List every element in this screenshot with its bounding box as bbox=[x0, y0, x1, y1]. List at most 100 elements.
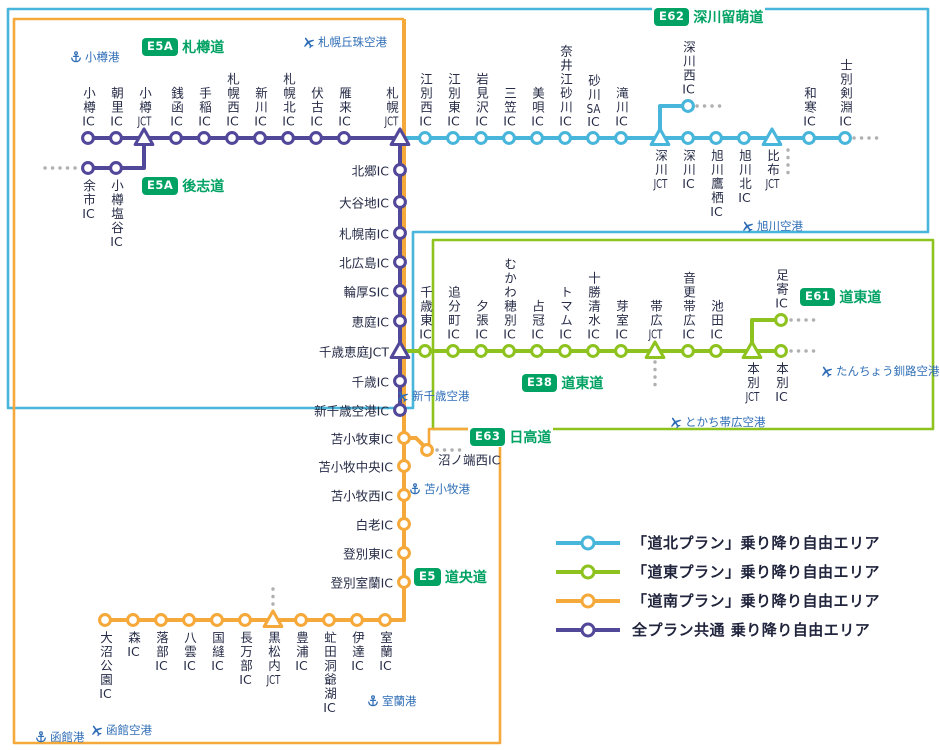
legend-item-doto: 「道東プラン」乗り降り自由エリア bbox=[556, 557, 880, 586]
ic-marker bbox=[238, 613, 252, 627]
facility-label: 札幌丘珠空港 bbox=[318, 35, 387, 49]
ic-marker bbox=[474, 344, 488, 358]
station-label: 江別西IC bbox=[418, 72, 433, 128]
station-label: 深川西IC bbox=[681, 40, 696, 96]
legend-station-dot bbox=[580, 593, 596, 608]
station-label: むかわ穂別IC bbox=[502, 257, 517, 341]
legend-item-all-plans: 全プラン共通 乗り降り自由エリア bbox=[556, 615, 880, 644]
facility-label: とかち帯広空港 bbox=[685, 415, 766, 429]
ic-marker bbox=[502, 131, 516, 145]
station-label: 夕張IC bbox=[474, 299, 489, 341]
airplane-icon bbox=[304, 37, 315, 48]
station-label: 比布JCT bbox=[765, 149, 780, 190]
ic-marker bbox=[681, 344, 695, 358]
station-label: 砂川SAIC bbox=[586, 74, 601, 127]
airport-item: 札幌丘珠空港 bbox=[302, 34, 387, 50]
station-label: 森IC bbox=[126, 631, 141, 658]
station-label: 音更帯広IC bbox=[681, 271, 696, 341]
station-label: 帯広JCT bbox=[648, 299, 663, 341]
station-label: 芽室IC bbox=[614, 299, 629, 341]
airport-item: 新千歳空港 bbox=[396, 388, 470, 404]
ic-marker bbox=[322, 613, 336, 627]
airport-item: 旭川空港 bbox=[741, 218, 803, 234]
ic-marker bbox=[197, 131, 211, 145]
ic-marker bbox=[309, 131, 323, 145]
donan-plan-area-boundary bbox=[12, 17, 502, 745]
legend-item-label: 全プラン共通 乗り降り自由エリア bbox=[632, 621, 871, 639]
station-label: 滝川IC bbox=[614, 86, 629, 128]
ic-marker bbox=[681, 99, 695, 113]
station-label: 恵庭IC bbox=[351, 314, 389, 330]
shiribeshi-expwy-line bbox=[88, 138, 146, 170]
ic-marker bbox=[420, 443, 434, 457]
station-label: 小樽IC bbox=[81, 86, 96, 128]
station-label: 国縫IC bbox=[210, 631, 225, 672]
ic-marker bbox=[154, 613, 168, 627]
ic-marker bbox=[418, 131, 432, 145]
ic-marker bbox=[709, 344, 723, 358]
route-number-badge: E63 bbox=[470, 428, 506, 446]
ic-marker bbox=[253, 131, 267, 145]
ic-marker bbox=[210, 613, 224, 627]
ic-marker bbox=[838, 131, 852, 145]
ic-marker bbox=[446, 344, 460, 358]
station-label: 奈井江砂川IC bbox=[558, 44, 573, 128]
ic-marker bbox=[802, 131, 816, 145]
ic-marker bbox=[530, 344, 544, 358]
ic-marker bbox=[446, 131, 460, 145]
ic-marker bbox=[586, 344, 600, 358]
station-label: 北広島IC bbox=[339, 255, 389, 271]
station-label: 小樽JCT bbox=[137, 86, 152, 128]
anchor-icon bbox=[368, 695, 378, 707]
station-label: 十勝清水IC bbox=[586, 271, 601, 341]
route-number-badge: E5A bbox=[142, 38, 179, 56]
ic-marker bbox=[502, 344, 516, 358]
anchor-icon bbox=[36, 731, 46, 743]
jct-marker bbox=[649, 127, 671, 147]
station-label: 新川IC bbox=[253, 86, 268, 128]
jct-marker bbox=[741, 340, 763, 360]
doo-expwy-south-line bbox=[105, 19, 406, 622]
ic-marker bbox=[397, 459, 411, 473]
ic-marker bbox=[393, 403, 407, 417]
route-number-badge: E5 bbox=[414, 568, 441, 586]
ic-marker bbox=[586, 131, 600, 145]
ic-marker bbox=[774, 313, 788, 327]
station-label: 伊達IC bbox=[350, 631, 365, 672]
station-label: 小樽塩谷IC bbox=[109, 179, 124, 248]
ic-marker bbox=[397, 575, 411, 589]
facility-label: 新千歳空港 bbox=[412, 389, 470, 403]
station-label: 北郷IC bbox=[351, 163, 389, 179]
ic-marker bbox=[378, 613, 392, 627]
ic-marker bbox=[614, 131, 628, 145]
station-label: 三笠IC bbox=[502, 86, 517, 128]
airport-item: とかち帯広空港 bbox=[669, 414, 766, 430]
ic-marker bbox=[774, 344, 788, 358]
station-label: 札幌JCT bbox=[384, 86, 399, 128]
ic-marker bbox=[169, 131, 183, 145]
legend-line-sample bbox=[556, 593, 620, 608]
anchor-icon bbox=[410, 483, 420, 495]
ic-marker bbox=[393, 226, 407, 240]
route-number-badge: E61 bbox=[800, 288, 836, 306]
legend-line-sample bbox=[556, 622, 620, 637]
port-item: 小樽港 bbox=[70, 49, 120, 65]
route-number-badge: E5A bbox=[142, 177, 179, 195]
station-label: 千歳東IC bbox=[418, 285, 433, 341]
route-name-label: 深川留萌道 bbox=[693, 10, 764, 26]
station-label: 苫小牧東IC bbox=[330, 431, 393, 447]
ic-marker bbox=[126, 613, 140, 627]
ic-marker bbox=[558, 131, 572, 145]
legend-item-hokubu: 「道北プラン」乗り降り自由エリア bbox=[556, 528, 880, 557]
station-label: 札幌南IC bbox=[339, 226, 389, 242]
legend-station-dot bbox=[580, 564, 596, 579]
airplane-icon bbox=[743, 221, 754, 232]
facility-label: 小樽港 bbox=[85, 50, 120, 64]
